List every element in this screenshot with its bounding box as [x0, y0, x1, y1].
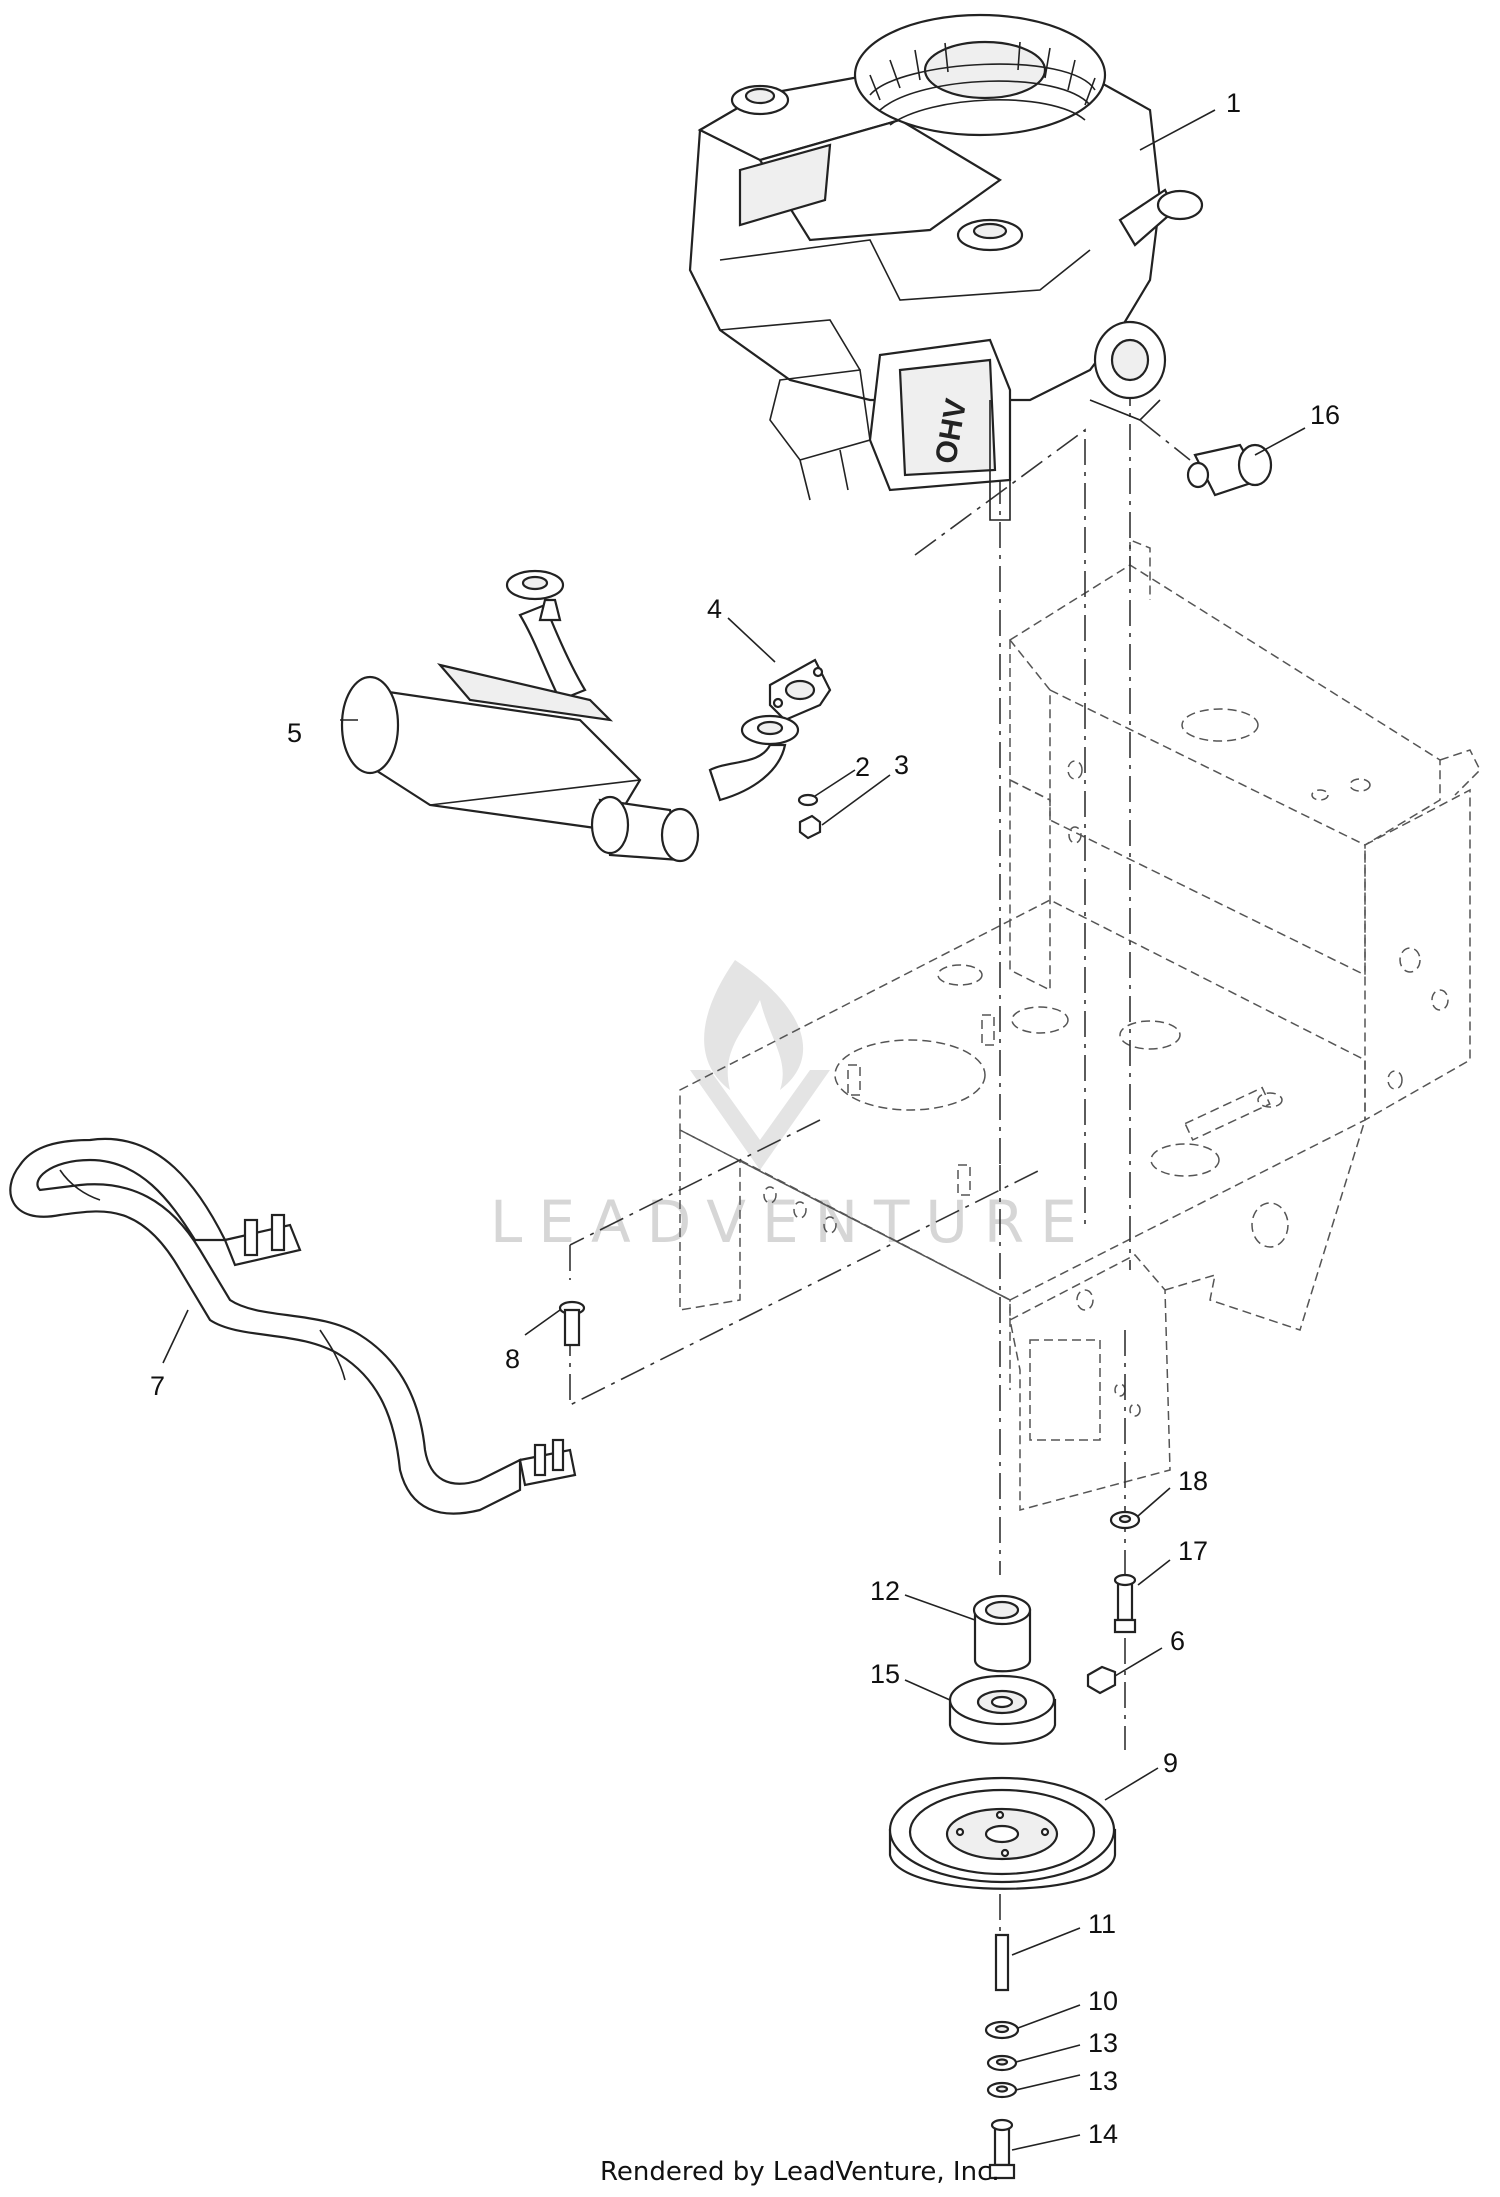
part-5-muffler [340, 569, 800, 863]
part-10-washer [984, 2020, 1020, 2040]
callout-18: 18 [1178, 1466, 1208, 1496]
callout-5: 5 [287, 718, 302, 748]
callout-4: 4 [707, 594, 722, 624]
callout-6: 6 [1170, 1626, 1185, 1656]
rendered-by-footer: Rendered by LeadVenture, Inc. [600, 2157, 1000, 2187]
callout-15: 15 [870, 1659, 900, 1689]
callout-14: 14 [1088, 2119, 1118, 2149]
callout-13-a: 13 [1088, 2028, 1118, 2058]
callout-16: 16 [1310, 400, 1340, 430]
part-2-washer [797, 793, 819, 807]
part-4-gasket [768, 658, 832, 722]
engine-grille [869, 41, 1096, 106]
callout-10: 10 [1088, 1986, 1118, 2016]
mower-frame [679, 538, 1481, 1511]
part-12-spacer [972, 1594, 1032, 1673]
part-18-washer [1109, 1510, 1141, 1530]
part-7-handle-bar [9, 1137, 577, 1515]
callout-labels: 1 16 4 5 2 3 7 8 18 17 12 6 15 9 11 10 1… [150, 88, 1340, 2149]
part-11-key [994, 1933, 1010, 1992]
engine-part-1: OHV [688, 13, 1204, 521]
callout-3: 3 [894, 750, 909, 780]
part-9-pulley [888, 1776, 1117, 1890]
callout-12: 12 [870, 1576, 900, 1606]
part-16-plug [1139, 419, 1273, 497]
part-6-nut [1086, 1665, 1117, 1695]
part-13-washer-b [986, 2081, 1018, 2099]
watermark-logo-icon [690, 960, 830, 1170]
watermark-text: LEADVENTURE [490, 1188, 1093, 1256]
part-8-bolt [558, 1300, 586, 1347]
part-17-bolt [1113, 1573, 1137, 1634]
part-13-washer-a [986, 2054, 1018, 2072]
callout-9: 9 [1163, 1748, 1178, 1778]
part-14-bolt [988, 2118, 1016, 2180]
callout-17: 17 [1178, 1536, 1208, 1566]
watermark: LEADVENTURE [490, 960, 1093, 1256]
callout-2: 2 [855, 752, 870, 782]
callout-13-b: 13 [1088, 2066, 1118, 2096]
callout-1: 1 [1226, 88, 1241, 118]
leader-lines [162, 109, 1306, 2151]
part-3-nut [798, 814, 822, 840]
part-15-pulley [948, 1674, 1057, 1745]
callout-11: 11 [1088, 1909, 1116, 1939]
callout-8: 8 [505, 1344, 520, 1374]
callout-7: 7 [150, 1371, 165, 1401]
